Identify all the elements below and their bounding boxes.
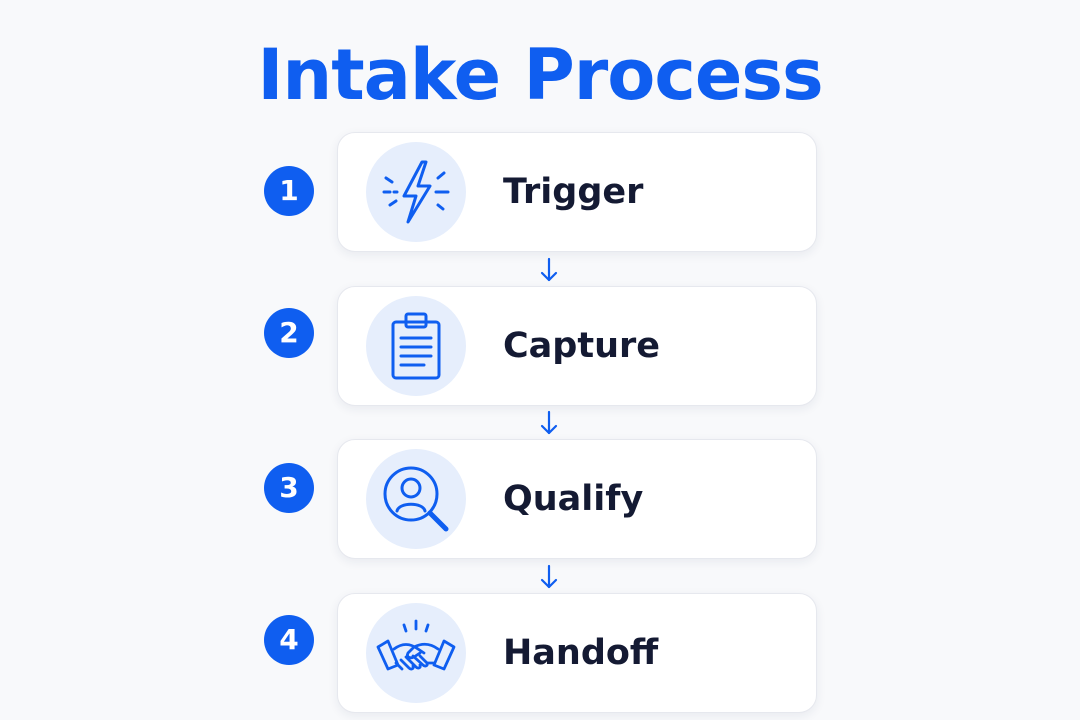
step-number-badge: 1 bbox=[264, 166, 314, 216]
person-search-icon bbox=[366, 449, 466, 549]
step-label: Handoff bbox=[503, 633, 659, 673]
process-step: 1 Trigger bbox=[0, 132, 1080, 252]
step-number-badge: 2 bbox=[264, 308, 314, 358]
step-label: Qualify bbox=[503, 479, 644, 519]
step-label: Capture bbox=[503, 326, 661, 366]
process-step: 3 Qualify bbox=[0, 439, 1080, 559]
step-card: Handoff bbox=[337, 593, 817, 713]
step-card: Capture bbox=[337, 286, 817, 406]
clipboard-icon bbox=[366, 296, 466, 396]
process-step: 2 Capture bbox=[0, 286, 1080, 406]
step-label: Trigger bbox=[503, 172, 644, 212]
lightning-bolt-icon bbox=[366, 142, 466, 242]
process-step: 4 Handoff bbox=[0, 593, 1080, 713]
page-title: Intake Process bbox=[257, 34, 823, 116]
handshake-icon bbox=[366, 603, 466, 703]
arrow-down-icon bbox=[540, 564, 558, 589]
step-card: Qualify bbox=[337, 439, 817, 559]
step-number-badge: 3 bbox=[264, 463, 314, 513]
arrow-down-icon bbox=[540, 257, 558, 282]
arrow-down-icon bbox=[540, 410, 558, 435]
step-card: Trigger bbox=[337, 132, 817, 252]
step-number-badge: 4 bbox=[264, 615, 314, 665]
